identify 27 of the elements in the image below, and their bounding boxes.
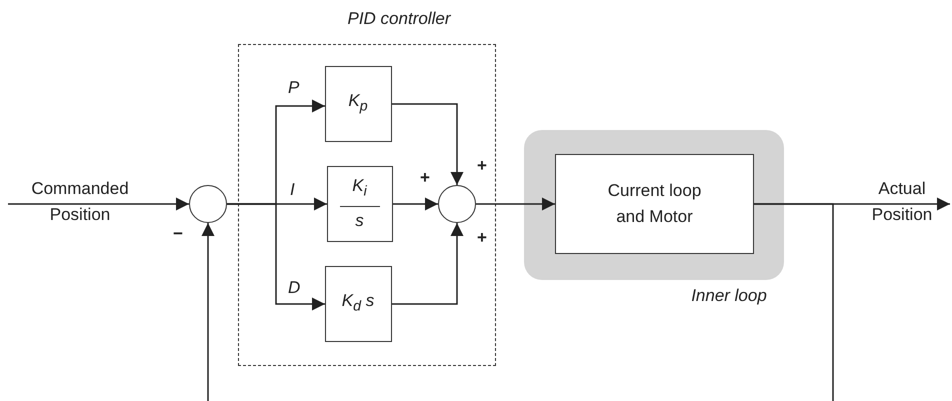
summing-junction bbox=[189, 185, 227, 223]
sign-label: − bbox=[172, 224, 184, 244]
group-title: PID controller bbox=[346, 9, 452, 29]
summing-junction bbox=[438, 184, 476, 222]
group-title: Inner loop bbox=[690, 286, 768, 306]
signal-arrow bbox=[393, 198, 438, 210]
transfer-block bbox=[555, 154, 754, 254]
input-label: Commanded Position bbox=[30, 178, 130, 226]
signal-arrow bbox=[392, 103, 464, 185]
signal-line bbox=[754, 203, 834, 401]
transfer-block bbox=[326, 166, 392, 242]
transfer-block bbox=[324, 66, 392, 142]
signal-arrow bbox=[476, 198, 555, 210]
signal-arrow bbox=[8, 198, 189, 210]
signal-arrow bbox=[392, 223, 464, 305]
sign-label: + bbox=[419, 168, 431, 188]
block-label: K$_{p}$ bbox=[347, 90, 369, 116]
output-label: Actual Position bbox=[870, 178, 934, 226]
signal-arrow bbox=[227, 203, 325, 310]
sign-label: + bbox=[476, 228, 488, 248]
denominator: s bbox=[355, 210, 364, 231]
transfer-block bbox=[324, 266, 392, 342]
numerator: K$_{i}$ bbox=[352, 176, 367, 202]
signal-arrow bbox=[202, 223, 214, 401]
block-label: K$_{d}$ s bbox=[340, 290, 376, 316]
block-label: Current loop and Motor bbox=[606, 180, 702, 228]
sign-label: + bbox=[476, 156, 488, 176]
